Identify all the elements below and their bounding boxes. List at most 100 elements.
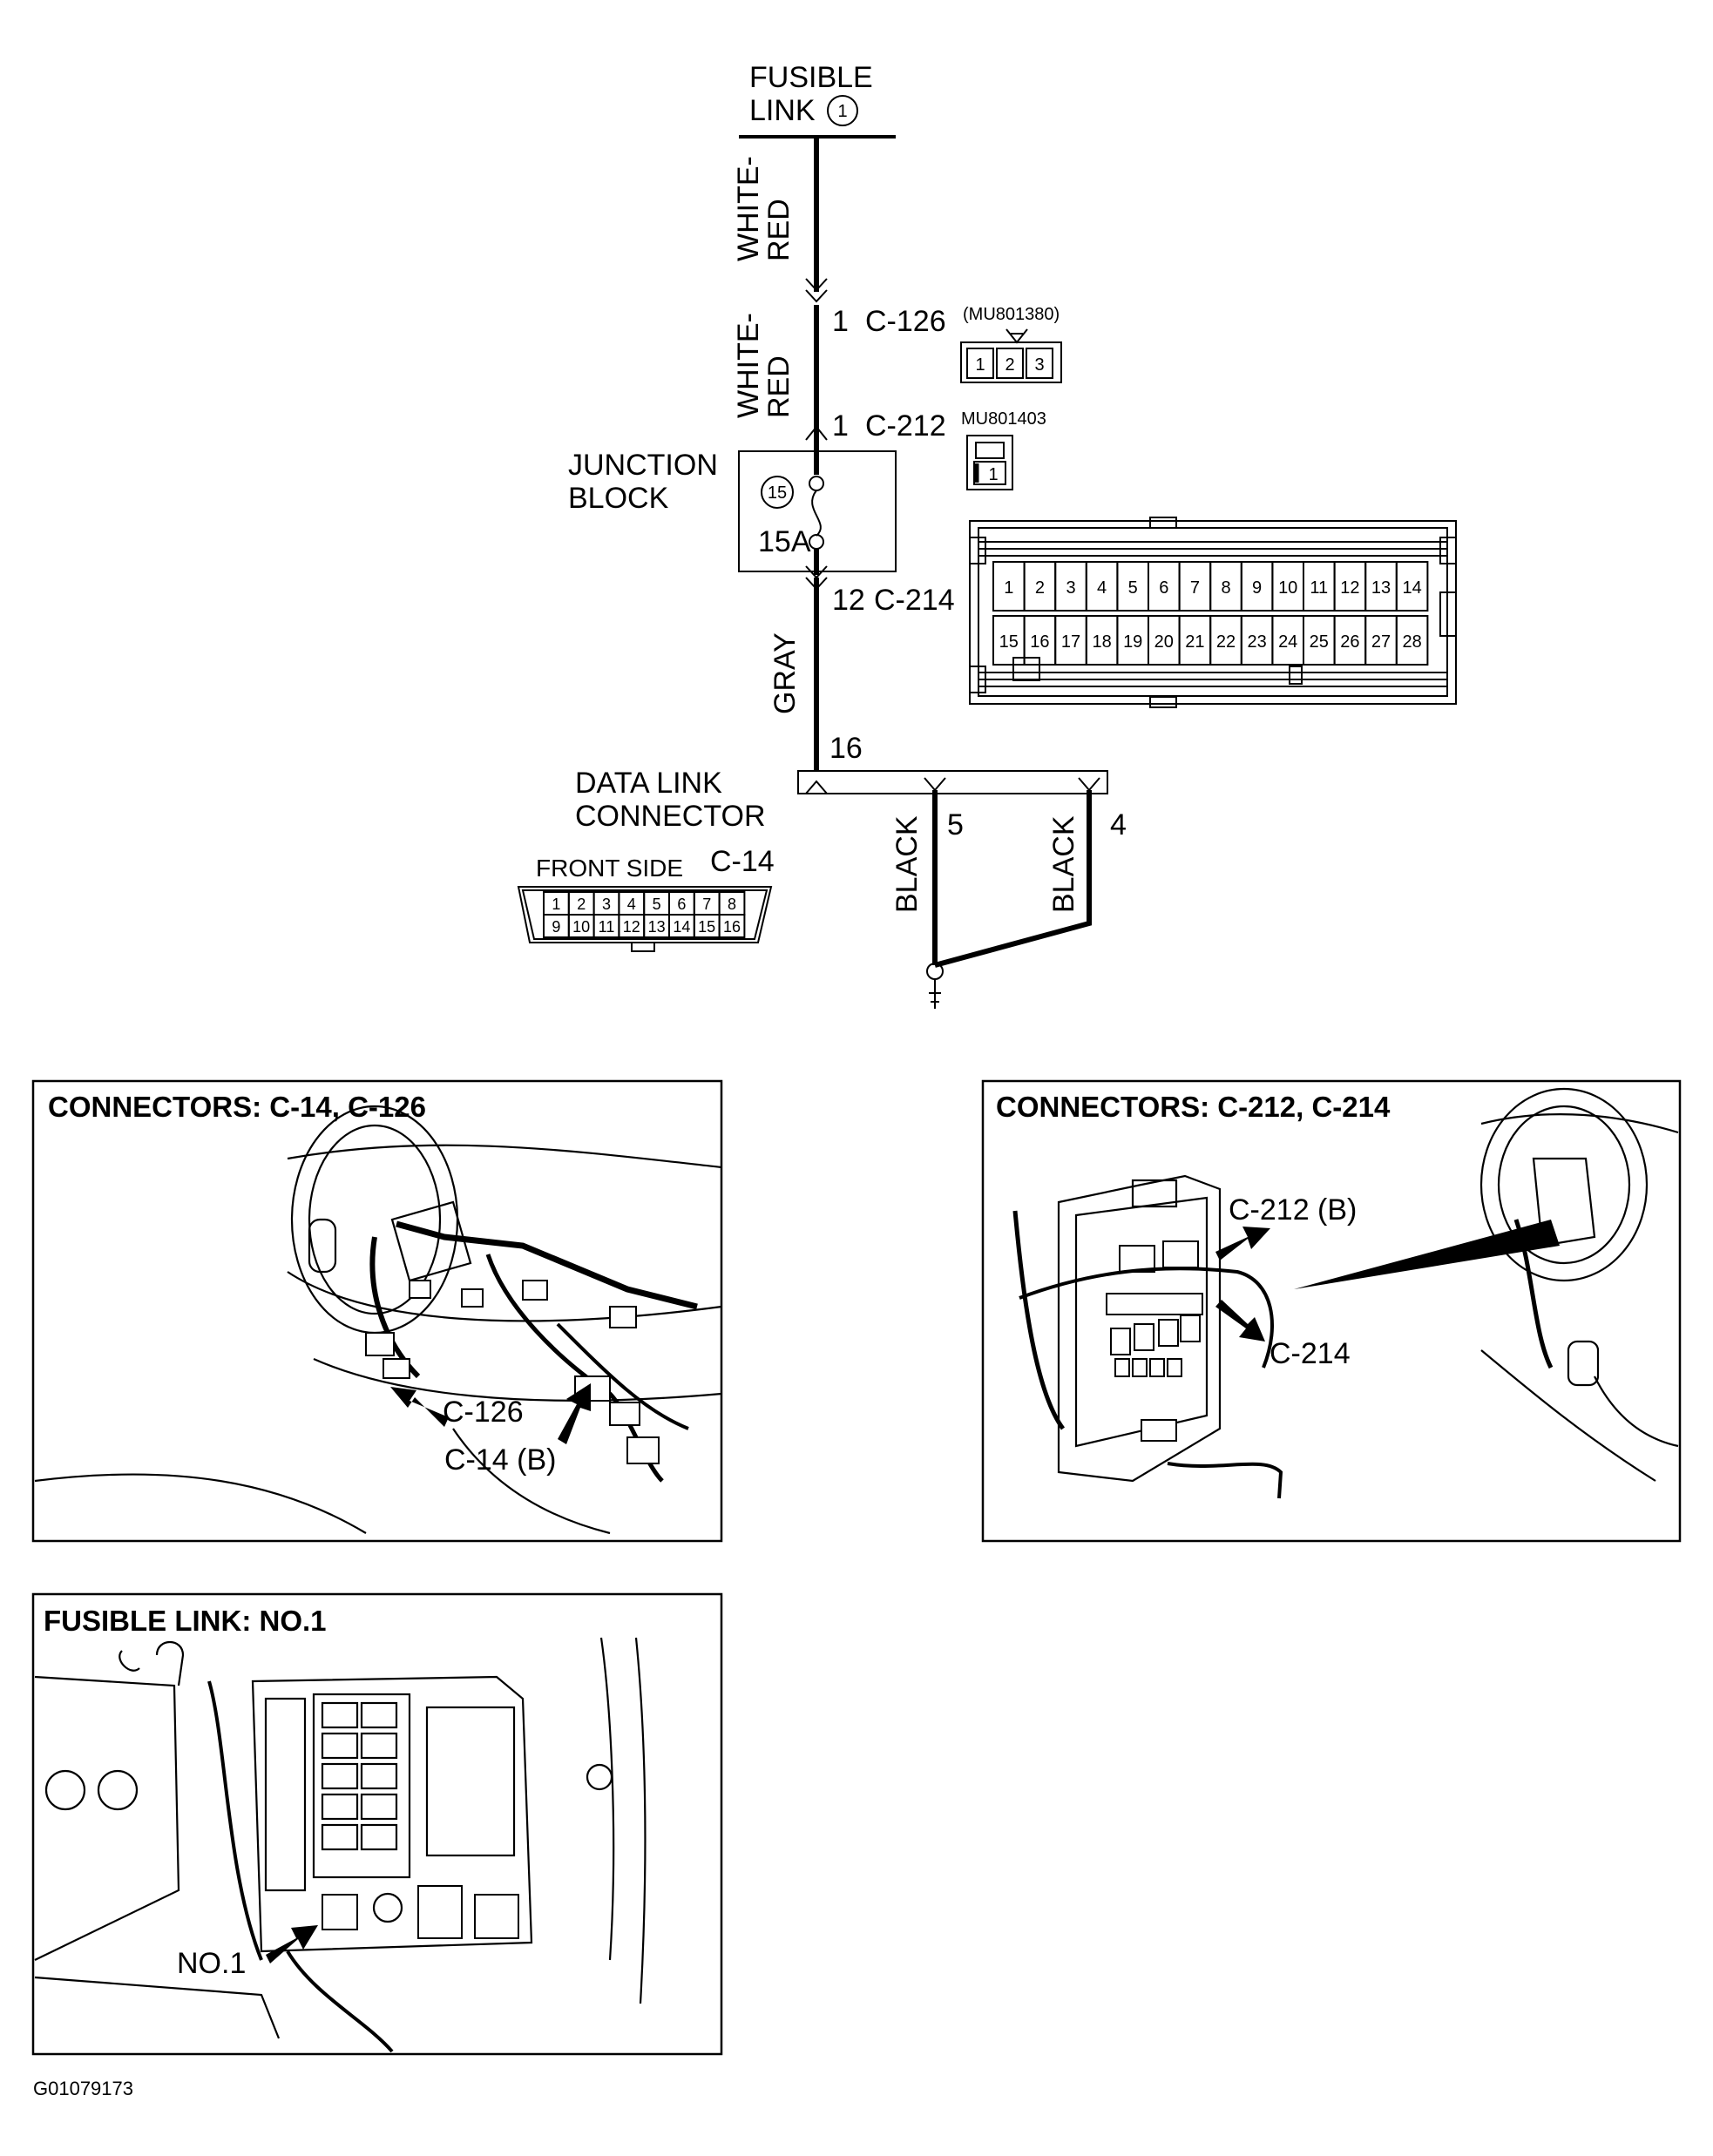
dlc-id: C-14 [710, 845, 775, 878]
c212-pin: 1 [832, 409, 849, 443]
callout-label: C-126 [443, 1396, 524, 1429]
dlc-pin-label: 7 [702, 896, 711, 913]
dlc-view-label: FRONT SIDE [536, 855, 683, 882]
dlc-pin-label: 13 [648, 918, 666, 936]
c214-pin-label: 20 [1154, 632, 1174, 652]
c214-pin-label: 14 [1402, 578, 1421, 598]
dashboard-illustration [34, 1105, 722, 1535]
c214-pin-label: 5 [1128, 578, 1138, 598]
dlc-pin-label: 9 [552, 918, 560, 936]
c214-pin-label: 12 [1340, 578, 1359, 598]
dlc-pin-label: 11 [599, 918, 615, 936]
wire-color-label: BLACK [890, 815, 924, 913]
dlc-pin-label: 4 [627, 896, 636, 913]
c214-pin-label: 8 [1221, 578, 1230, 598]
wire-color-label: RED [762, 199, 796, 261]
c214-pin-label: 23 [1247, 632, 1266, 652]
callout-arrow [558, 1383, 591, 1444]
fusible-link-number: 1 [837, 102, 847, 121]
ground-symbol [926, 963, 944, 1009]
wire-color-label: BLACK [1047, 815, 1080, 913]
c126-pin-label: 1 [975, 355, 985, 375]
c214-connector-mark [805, 565, 828, 591]
c214-pin-label: 3 [1066, 578, 1075, 598]
c214-pin-label: 15 [999, 632, 1019, 652]
fusible-link-label: FUSIBLE [749, 61, 873, 94]
c212-connector-face: 1 [966, 435, 1013, 490]
dlc-pin-label: 3 [602, 896, 611, 913]
panel-connectors-c212-c214: CONNECTORS: C-212, C-214 [981, 1079, 1682, 1543]
fuse-number-circle [761, 476, 794, 509]
dlc-pin-cell [718, 914, 746, 938]
junction-block-label: JUNCTION [568, 449, 718, 482]
wire-color-label: RED [762, 355, 796, 418]
c214-pin-label: 24 [1278, 632, 1297, 652]
fuse-rating: 15A [758, 525, 811, 558]
dlc-pin-label: 12 [623, 918, 640, 936]
dlc-pin-a: 5 [947, 808, 964, 841]
c212-id: C-212 [865, 409, 946, 443]
c212-part-number: MU801403 [961, 409, 1046, 429]
c214-pin-label: 13 [1371, 578, 1391, 598]
c126-id: C-126 [865, 305, 946, 338]
panel-fusible-link-no1: FUSIBLE LINK: NO.1 [31, 1592, 723, 2056]
wire-color-label: WHITE- [732, 313, 765, 418]
c126-connector-face: 1 2 3 [960, 328, 1062, 383]
junction-block-illustration [1012, 1087, 1679, 1499]
c214-pin-label: 1 [1004, 578, 1013, 598]
c214-pin-label: 18 [1092, 632, 1111, 652]
fusible-link-number-circle [827, 95, 858, 126]
c214-id: C-214 [874, 584, 955, 617]
c214-pin-label: 6 [1159, 578, 1168, 598]
c214-pin-label: 25 [1310, 632, 1329, 652]
schematic: FUSIBLE LINK 1 1 C-126 WHITE- RED WHITE-… [517, 61, 1457, 1009]
c214-pin-label: 10 [1278, 578, 1297, 598]
junction-block-label: BLOCK [568, 482, 669, 515]
c214-pin-cell [1395, 561, 1429, 612]
callout-label: C-14 (B) [444, 1443, 556, 1477]
dlc-label: CONNECTOR [575, 800, 766, 833]
callout-arrow [266, 1925, 318, 1963]
dlc-pin-label: 5 [653, 896, 661, 913]
callout-label: C-214 [1270, 1337, 1351, 1370]
c214-pin-label: 4 [1097, 578, 1107, 598]
dlc-terminal [805, 780, 828, 794]
c214-pin-label: 7 [1190, 578, 1200, 598]
c214-pin-label: 26 [1340, 632, 1359, 652]
c214-pin-label: 9 [1252, 578, 1262, 598]
c214-pin-label: 17 [1061, 632, 1080, 652]
callout-label: C-212 (B) [1229, 1193, 1357, 1227]
dlc-pin-b: 4 [1110, 808, 1127, 841]
fuse-number: 15 [768, 483, 787, 503]
dlc-pin-label: 10 [572, 918, 590, 936]
callout-arrow [390, 1387, 449, 1427]
c212-pin-label: 1 [988, 465, 998, 484]
wire-black-right [934, 790, 1092, 968]
c214-pin-label: 22 [1216, 632, 1236, 652]
data-link-connector-block [797, 770, 1108, 794]
panel-title: CONNECTORS: C-212, C-214 [996, 1091, 1391, 1123]
c214-pin-label: 27 [1371, 632, 1391, 652]
dlc-terminal [1078, 777, 1100, 792]
dlc-pin-label: 15 [698, 918, 715, 936]
c214-pin: 12 [832, 584, 865, 617]
c212-connector-mark [805, 425, 828, 441]
dlc-pin-label: 6 [677, 896, 686, 913]
dlc-pin-in: 16 [829, 732, 863, 765]
callout-label: NO.1 [177, 1947, 246, 1980]
dlc-label: DATA LINK [575, 767, 722, 800]
c214-pin-label: 19 [1123, 632, 1142, 652]
c214-pin-label: 11 [1310, 578, 1328, 598]
callout-arrow [1215, 1227, 1270, 1260]
figure-id: G01079173 [33, 2078, 133, 2099]
dlc-pin-label: 2 [577, 896, 586, 913]
c126-part-number: (MU801380) [963, 305, 1060, 324]
c126-connector-mark [805, 278, 828, 303]
fuse-symbol [809, 440, 824, 575]
c214-pin-label: 21 [1185, 632, 1204, 652]
callout-arrow [1215, 1300, 1265, 1342]
dlc-terminal [924, 777, 946, 792]
